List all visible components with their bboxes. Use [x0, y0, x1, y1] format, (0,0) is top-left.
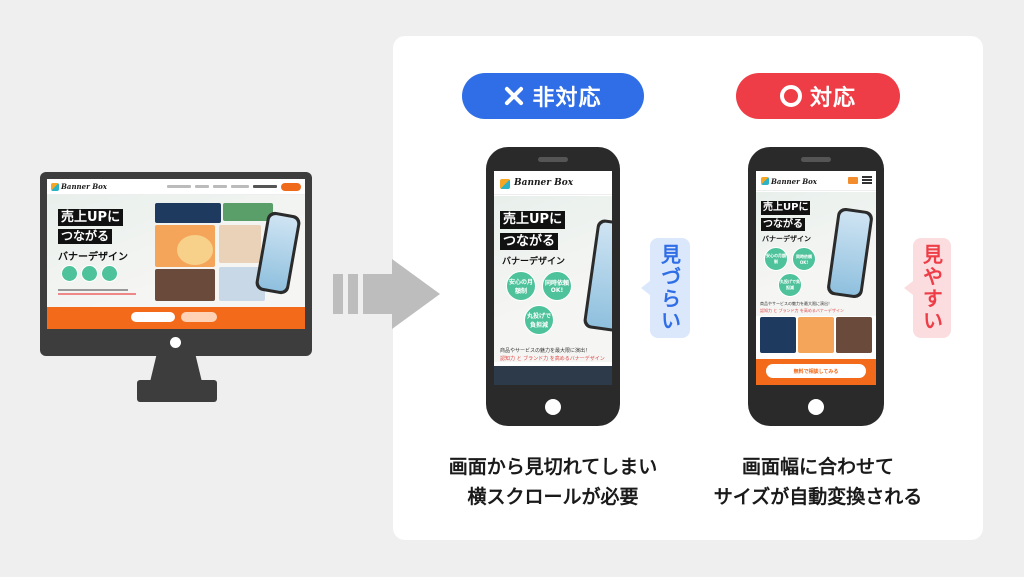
menu-icon [862, 176, 872, 178]
phone-screen: Banner Box 売上UPに つながる バナーデザイン 安心の月額制 同時依… [756, 171, 876, 385]
arrow-segment [348, 274, 358, 314]
banner-tile [155, 269, 215, 301]
banner-tile [836, 317, 872, 353]
monitor-base [137, 380, 217, 402]
headline-line-2: つながる [58, 229, 113, 244]
arrow-segment [333, 274, 343, 314]
headline-line-1: 売上UPに [58, 209, 124, 226]
site-logo: Banner Box [771, 177, 817, 186]
cta-button [181, 312, 217, 322]
not-responsive-caption: 画面から見切れてしまい 横スクロールが必要 [433, 452, 673, 512]
caption-line: 画面幅に合わせて [741, 456, 894, 478]
site-description-emphasis: 認知力 と ブランド力 を高めるバナーデザイン [760, 308, 844, 313]
phone-screen: Banner Box 売上UPに つながる バナーデザイン 安心の月額制 同時依… [494, 171, 612, 385]
feature-badge: 同時依頼OK! [542, 271, 572, 301]
cta-button [131, 312, 175, 322]
nav-item [167, 185, 191, 188]
nav-item [213, 185, 227, 188]
headline-line-3: バナーデザイン [502, 257, 566, 267]
phone-not-responsive: Banner Box 売上UPに つながる バナーデザイン 安心の月額制 同時依… [486, 147, 620, 426]
home-button [545, 399, 561, 415]
banner-tile [177, 235, 213, 265]
feature-badge: 丸投げで負担減 [778, 273, 802, 297]
desktop-monitor: Banner Box 売上UPに つながる バナーデザイン [40, 172, 312, 356]
desc-line [58, 289, 128, 291]
banner-tile [223, 203, 273, 221]
phone-notch [801, 157, 831, 162]
mail-icon [848, 177, 858, 184]
feature-badge [81, 265, 98, 282]
home-button [808, 399, 824, 415]
nav-item [195, 185, 209, 188]
responsive-caption: 画面幅に合わせて サイズが自動変換される [696, 452, 940, 512]
hard-to-see-callout: 見づらい [641, 238, 690, 338]
site-description: 商品やサービスの魅力を最大限に演出！ [760, 301, 832, 306]
feature-badge: 丸投げで負担減 [524, 305, 554, 335]
phone-notch [538, 157, 568, 162]
desc-line [58, 293, 136, 295]
monitor-screen: Banner Box 売上UPに つながる バナーデザイン [47, 179, 305, 329]
headline-line-2: つながる [761, 218, 805, 231]
headline-line-3: バナーデザイン [58, 252, 128, 263]
feature-badge [101, 265, 118, 282]
supported-text: 対応 [809, 86, 856, 111]
not-supported-label: 非対応 [462, 73, 644, 119]
not-supported-text: 非対応 [532, 86, 602, 111]
cta-band [47, 307, 305, 329]
phone-number [253, 185, 277, 188]
nav-item [231, 185, 249, 188]
feature-badge: 安心の月額制 [506, 271, 536, 301]
site-description: 商品やサービスの魅力を最大限に演出！ [500, 348, 591, 354]
caption-line: 横スクロールが必要 [467, 486, 639, 508]
site-header: Banner Box [47, 179, 305, 195]
banner-tile [798, 317, 834, 353]
site-header [756, 171, 876, 191]
cta-button: 無料で相談してみる [766, 364, 866, 378]
supported-label: 対応 [736, 73, 900, 119]
monitor-stand [150, 356, 202, 382]
caption-line: 画面から見切れてしまい [448, 456, 658, 478]
power-indicator [170, 337, 181, 348]
phone-responsive: Banner Box 売上UPに つながる バナーデザイン 安心の月額制 同時依… [748, 147, 884, 426]
x-icon [504, 86, 524, 106]
site-logo: Banner Box [514, 178, 574, 188]
banner-tile [155, 203, 221, 223]
feature-badge [61, 265, 78, 282]
site-header [494, 171, 612, 195]
site-logo: Banner Box [61, 182, 107, 191]
logo-icon [51, 183, 59, 191]
banner-tile [760, 317, 796, 353]
easy-to-see-callout: 見やすい [904, 238, 951, 338]
arrow-right-icon [392, 259, 440, 329]
header-cta-button [281, 183, 301, 191]
site-description-emphasis: 認知力 と ブランド力 を高めるバナーデザイン [500, 356, 605, 362]
headline-line-2: つながる [500, 233, 559, 250]
headline-line-1: 売上UPに [761, 201, 811, 215]
banner-strip [494, 366, 612, 385]
headline-line-3: バナーデザイン [762, 235, 811, 243]
feature-badge: 同時依頼OK! [792, 247, 816, 271]
logo-icon [500, 179, 510, 189]
circle-icon [779, 85, 802, 107]
feature-badge: 安心の月額制 [764, 247, 788, 271]
caption-line: サイズが自動変換される [713, 486, 923, 508]
arrow-body [363, 274, 393, 314]
logo-icon [761, 177, 769, 185]
headline-line-1: 売上UPに [500, 211, 566, 229]
banner-tile [219, 225, 261, 263]
